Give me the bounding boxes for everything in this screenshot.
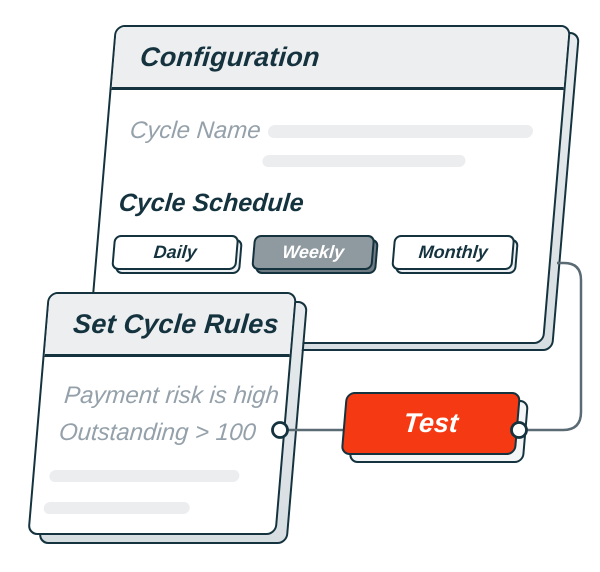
connector-node-test-output[interactable] (510, 421, 528, 439)
connector-node-rules-output[interactable] (271, 421, 289, 439)
